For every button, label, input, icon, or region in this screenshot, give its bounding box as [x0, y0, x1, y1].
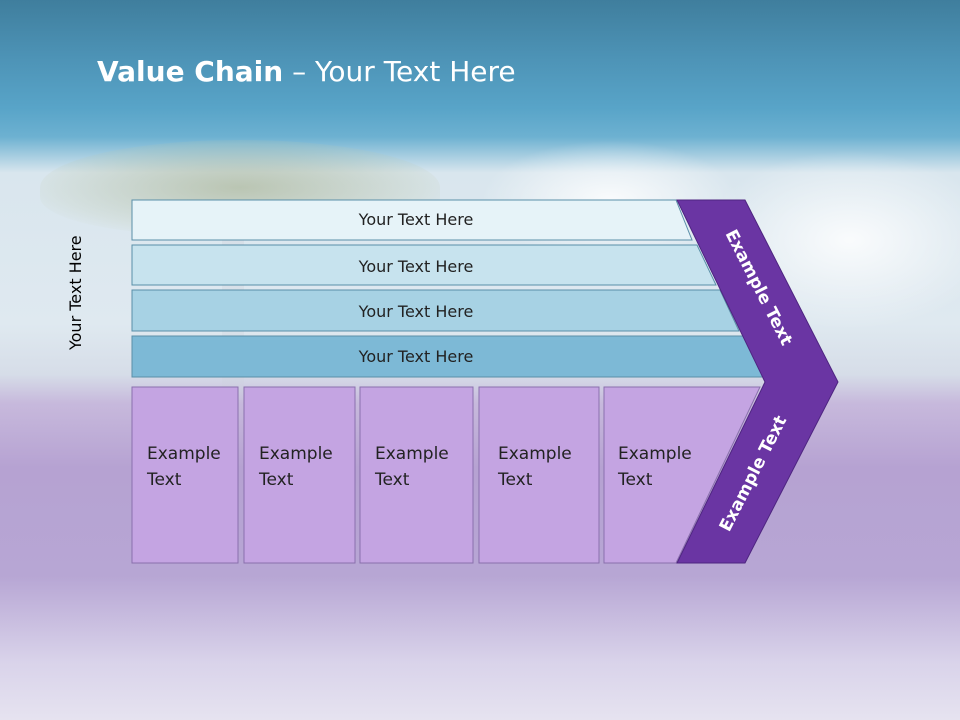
- box-2-line2: Text: [258, 470, 294, 490]
- box-3-line2: Text: [374, 470, 410, 490]
- reflection-box-1-line2: Text: [146, 636, 182, 656]
- bar-2-label: Your Text Here: [358, 257, 474, 276]
- reflection-box-5-line1: Example: [618, 662, 692, 682]
- diagram-reflection: Example Text Example Text Example Text E…: [131, 562, 826, 720]
- bar-4-label: Your Text Here: [358, 347, 474, 366]
- activity-box-3: [359, 386, 474, 564]
- box-1-line2: Text: [146, 470, 182, 490]
- reflection-box-2-line1: Example: [259, 662, 333, 682]
- reflection-box-3-line1: Example: [375, 662, 449, 682]
- reflection-box-2-line2: Text: [258, 636, 294, 656]
- page-title: Value Chain – Your Text Here: [97, 55, 516, 88]
- bar-3: [131, 289, 740, 332]
- box-2-line1: Example: [259, 444, 333, 464]
- box-1-line1: Example: [147, 444, 221, 464]
- box-4-line2: Text: [497, 470, 533, 490]
- reflection-box-1-line1: Example: [147, 662, 221, 682]
- reflection-box-4-line2: Text: [497, 636, 533, 656]
- bar-2: [131, 244, 717, 286]
- bar-1-label: Your Text Here: [358, 210, 474, 229]
- reflection-box-3-line2: Text: [374, 636, 410, 656]
- box-3-line1: Example: [375, 444, 449, 464]
- box-4-line1: Example: [498, 444, 572, 464]
- bar-1: [131, 199, 693, 241]
- reflection-box-5-line2: Text: [617, 636, 653, 656]
- reflection-box-4-line1: Example: [498, 662, 572, 682]
- box-5-line1: Example: [618, 444, 692, 464]
- box-5-line2: Text: [617, 470, 653, 490]
- bar-3-label: Your Text Here: [358, 302, 474, 321]
- title-rest: – Your Text Here: [283, 55, 516, 88]
- activity-box-4: [478, 386, 600, 564]
- activity-box-1: [131, 386, 239, 564]
- title-bold: Value Chain: [97, 55, 284, 88]
